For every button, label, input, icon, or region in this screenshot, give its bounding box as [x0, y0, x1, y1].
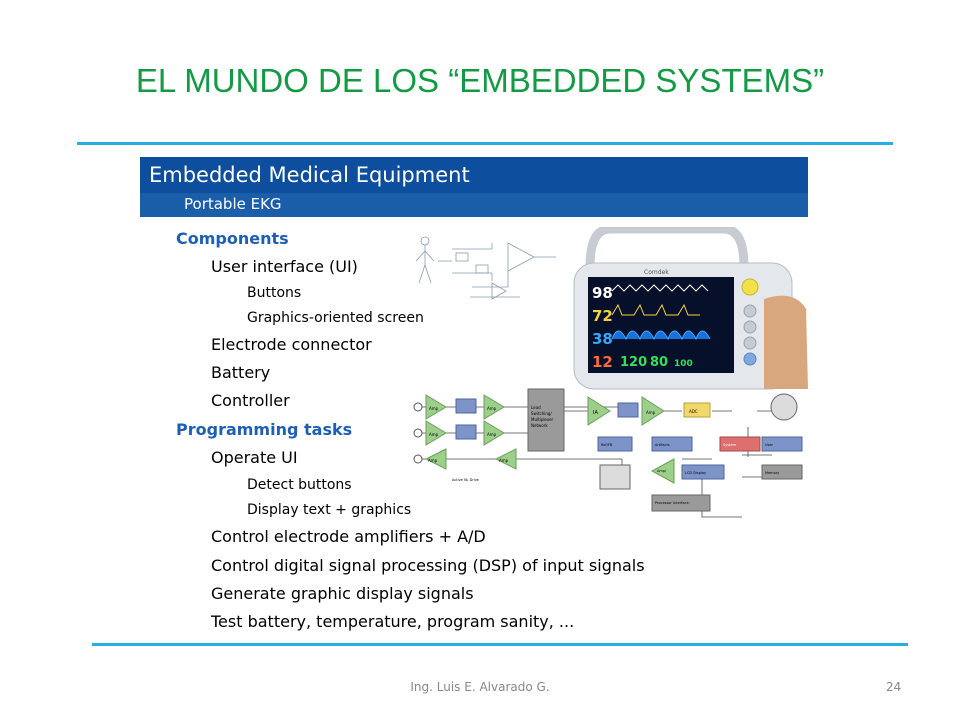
svg-text:Amp: Amp — [646, 410, 656, 415]
reading-nibp-map: 100 — [674, 359, 693, 369]
svg-text:Memory: Memory — [765, 471, 779, 475]
svg-text:Lead: Lead — [531, 405, 541, 410]
circuit-schematic — [415, 236, 556, 300]
outline-item: Components — [176, 229, 289, 248]
ekg-figure: Comdek 98 72 38 12 120 80 100 — [413, 227, 808, 518]
reading-spo2: 98 — [592, 284, 613, 302]
outline-item: Test battery, temperature, program sanit… — [211, 612, 575, 631]
outline-item: Electrode connector — [211, 335, 372, 354]
outline-item: Control electrode amplifiers + A/D — [211, 527, 486, 546]
svg-text:User: User — [765, 443, 774, 447]
svg-text:Amp: Amp — [429, 432, 439, 437]
svg-text:Artifacts: Artifacts — [655, 443, 670, 447]
outline-item: Operate UI — [211, 448, 298, 467]
svg-text:Amp: Amp — [487, 432, 497, 437]
panel-subtitle: Portable EKG — [184, 195, 282, 213]
bottom-divider — [92, 643, 908, 646]
page-number: 24 — [886, 680, 902, 694]
outline-item: Programming tasks — [176, 420, 353, 439]
outline-item: Graphics-oriented screen — [247, 310, 424, 326]
svg-text:Multiplexer: Multiplexer — [531, 417, 554, 422]
svg-text:Amp: Amp — [428, 458, 438, 463]
reading-pulse: 72 — [592, 307, 613, 325]
outline-item: Generate graphic display signals — [211, 584, 474, 603]
svg-text:Amp: Amp — [429, 406, 439, 411]
outline-item: Controller — [211, 391, 290, 410]
reading-resp: 38 — [592, 330, 613, 348]
svg-text:IA: IA — [593, 410, 598, 416]
footer-author: Ing. Luis E. Alvarado G. — [410, 680, 550, 694]
slide-title: EL MUNDO DE LOS “EMBEDDED SYSTEMS” — [135, 62, 825, 99]
outline-item: Control digital signal processing (DSP) … — [211, 556, 645, 575]
svg-text:Processor Interface:: Processor Interface: — [655, 501, 690, 505]
reading-nibp-sys: 120 — [620, 355, 647, 370]
svg-text:Ref/FB: Ref/FB — [601, 443, 613, 447]
svg-text:Amp/: Amp/ — [657, 469, 667, 473]
svg-text:System: System — [723, 443, 737, 447]
reading-nibp-dia: 80 — [650, 355, 668, 370]
svg-text:Amp: Amp — [499, 458, 509, 463]
svg-text:Switching/: Switching/ — [531, 411, 552, 416]
reading-temp: 12 — [592, 353, 613, 371]
ekg-block-diagram: Amp Amp Amp Amp Amp Amp Lead Switching/ … — [413, 388, 803, 518]
portable-ekg-device: Comdek 98 72 38 12 120 80 100 — [573, 227, 808, 390]
outline-item: Buttons — [247, 285, 302, 301]
svg-text:ADC: ADC — [689, 409, 698, 414]
panel-title: Embedded Medical Equipment — [149, 163, 470, 187]
title-divider — [77, 142, 893, 145]
banner-strip — [140, 193, 808, 217]
outline-item: Battery — [211, 363, 271, 382]
embedded-figure-panel: Embedded Medical Equipment Portable EKG … — [140, 157, 808, 637]
device-brand: Comdek — [644, 269, 669, 276]
svg-text:Network: Network — [531, 423, 548, 428]
outline-item: Display text + graphics — [247, 502, 412, 518]
outline-item: Detect buttons — [247, 477, 352, 493]
svg-text:Active NL Drive: Active NL Drive — [452, 478, 479, 482]
panel-banner: Embedded Medical Equipment Portable EKG — [140, 157, 808, 217]
outline-item: User interface (UI) — [211, 257, 358, 276]
svg-text:LCD Display: LCD Display — [685, 471, 706, 475]
svg-text:Amp: Amp — [487, 406, 497, 411]
